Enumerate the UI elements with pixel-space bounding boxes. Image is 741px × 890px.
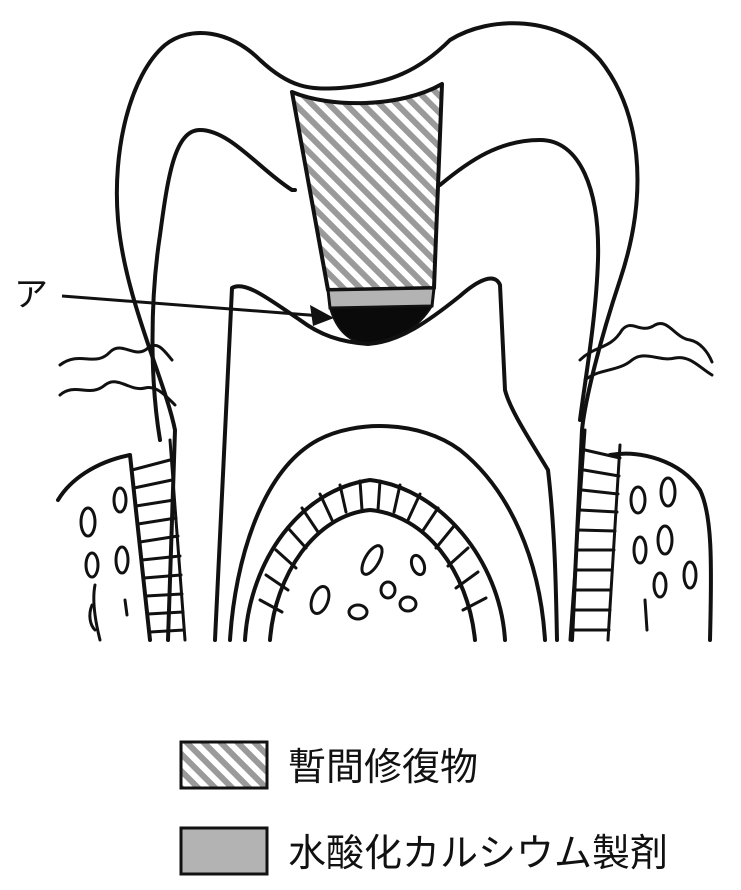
- pulp-root-canal-left: [228, 424, 547, 642]
- alveolar-bone-right: [608, 451, 713, 642]
- interradicular-bone: [243, 478, 507, 642]
- tooth-outer-outline: [114, 21, 640, 642]
- legend-swatch-calcium-hydroxide: [179, 826, 269, 876]
- legend-label-calcium-hydroxide: 水酸化カルシウム製剤: [288, 831, 668, 875]
- calcium-hydroxide-layer: [326, 286, 436, 310]
- alveolar-bone-left: [56, 453, 152, 642]
- dentin-enamel-junction: [150, 128, 601, 442]
- legend: 暫間修復物 水酸化カルシウム製剤: [179, 740, 668, 876]
- legend-label-temporary-restoration: 暫間修復物: [288, 745, 478, 789]
- temporary-restoration: [290, 82, 444, 292]
- pulp-chamber-outline: [213, 276, 559, 642]
- periodontal-ligament-left: [128, 438, 187, 642]
- legend-swatch-temporary-restoration: [179, 740, 269, 790]
- pointer-label-a: ア: [14, 275, 48, 315]
- pointer-arrow: [61, 294, 334, 326]
- gingiva-right: [578, 322, 714, 382]
- gingiva-left: [58, 343, 177, 407]
